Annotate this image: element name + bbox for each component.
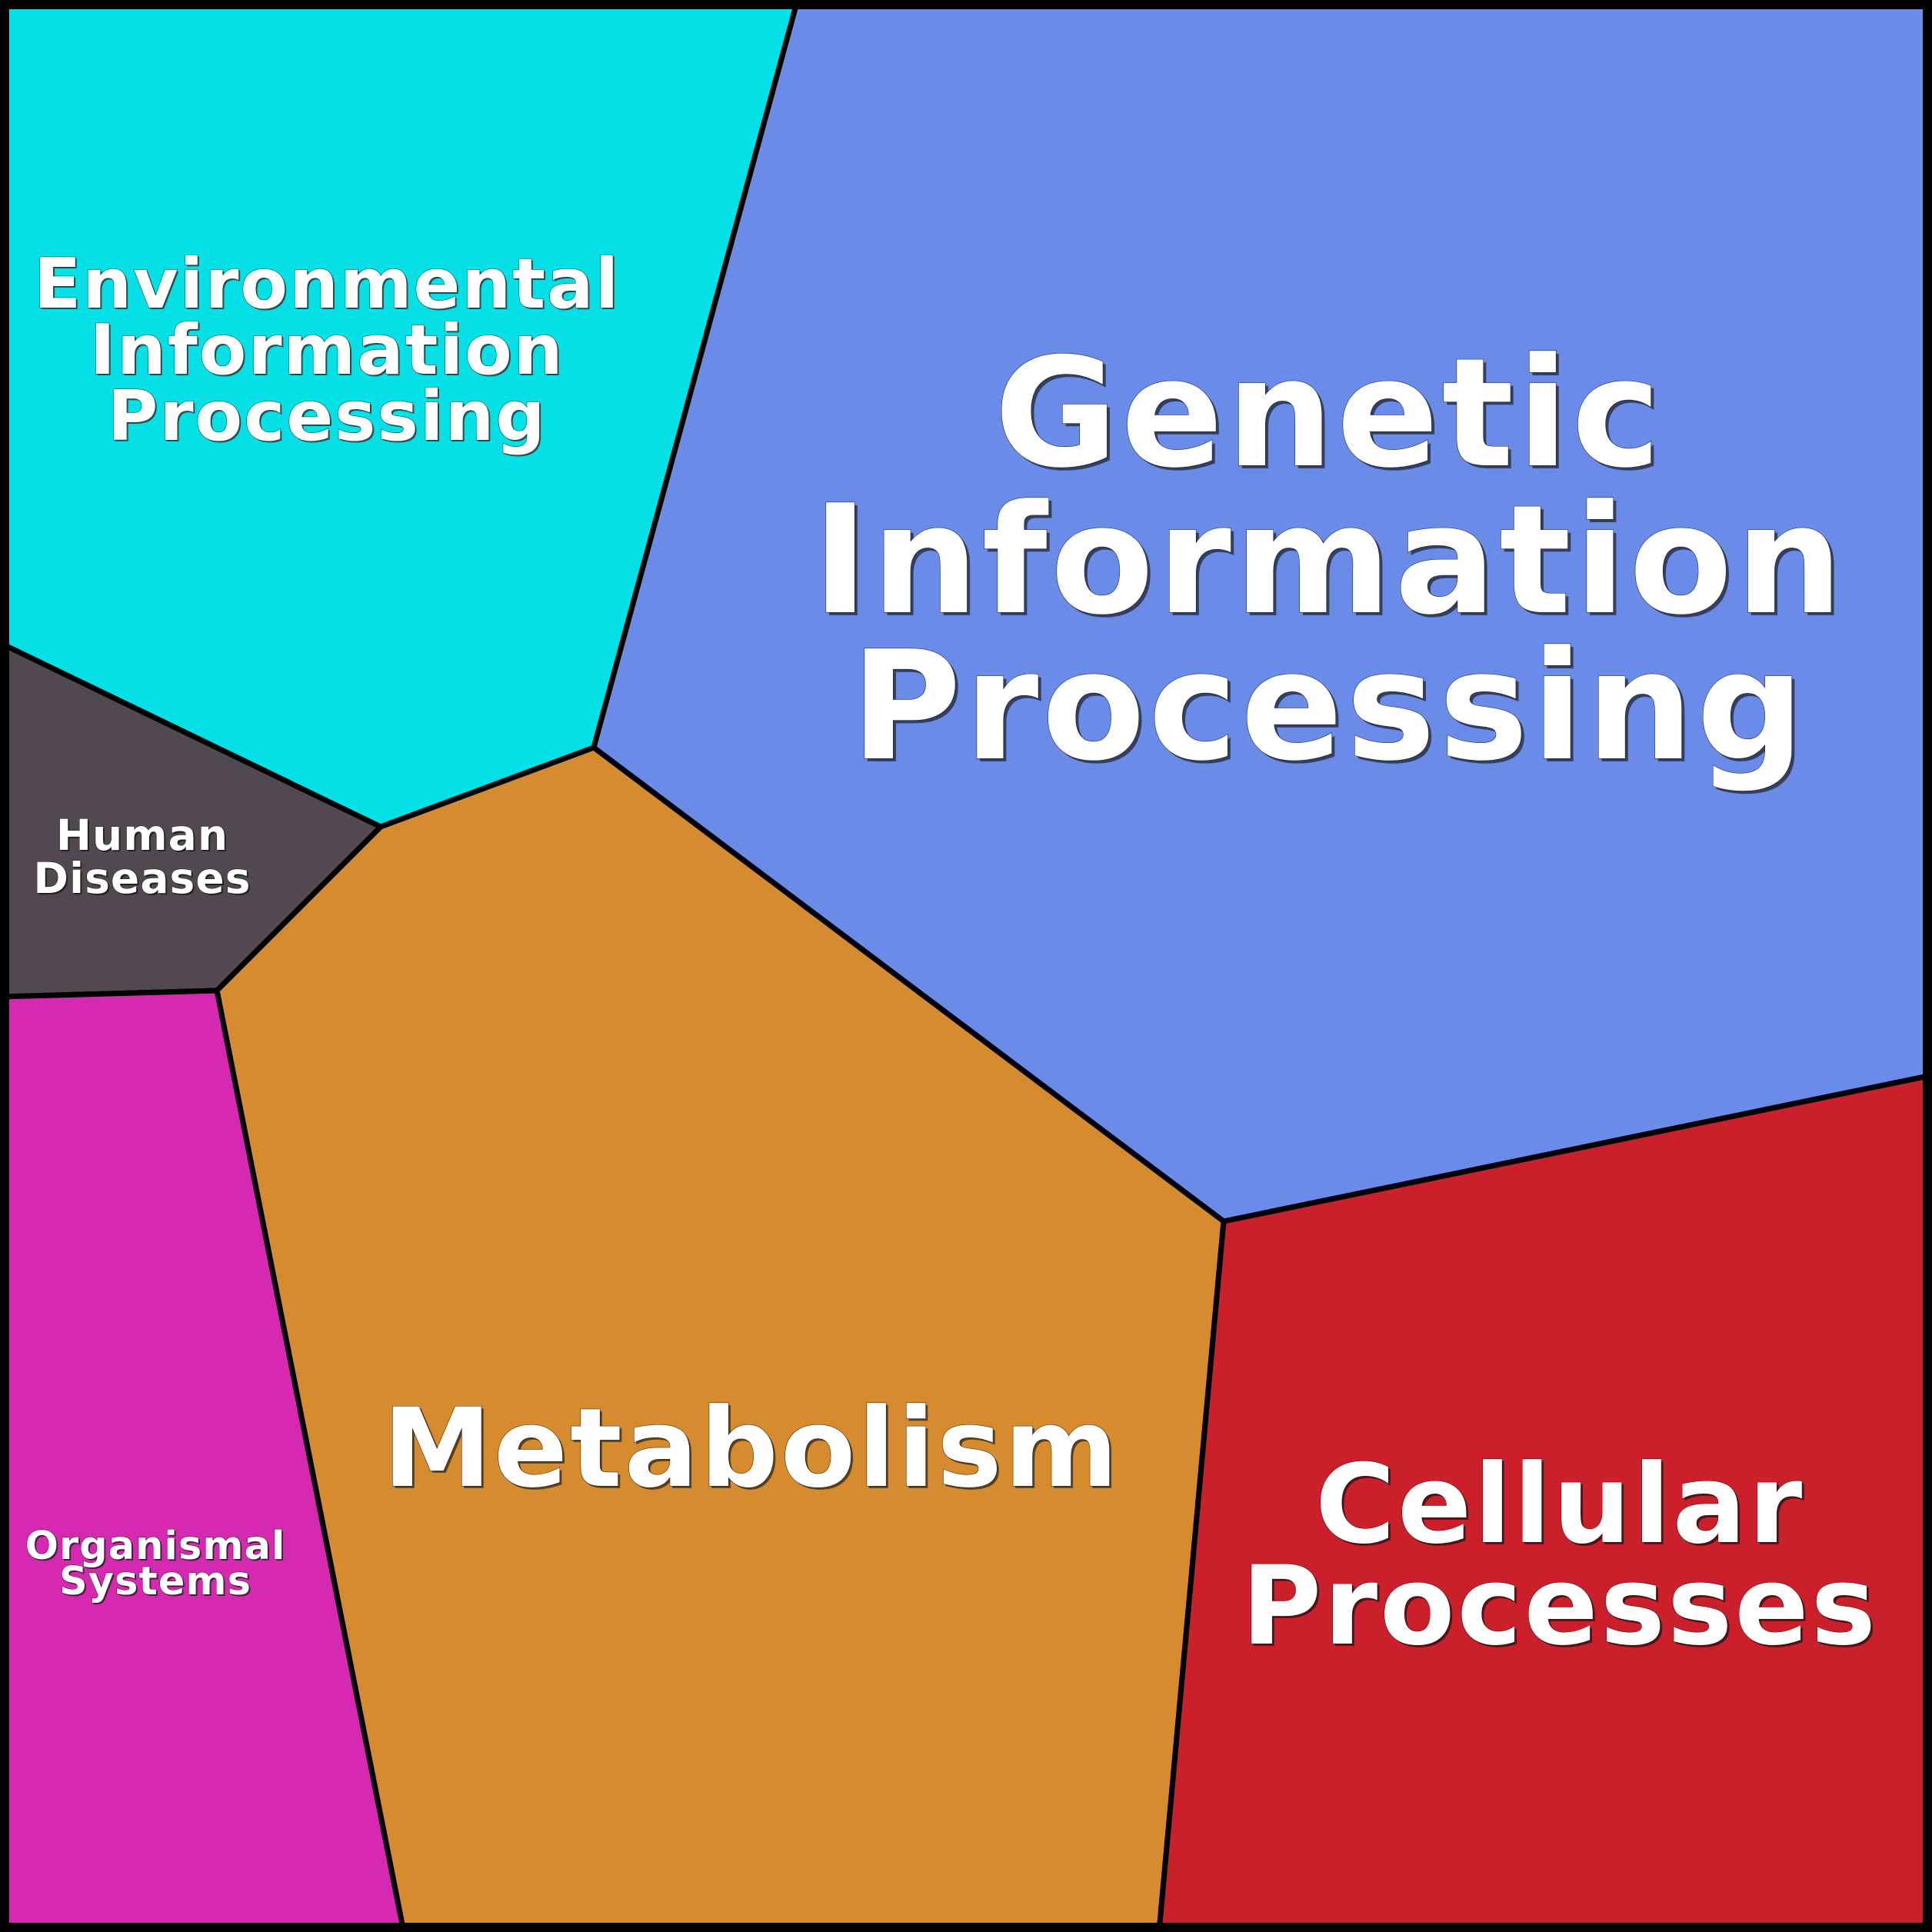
label-shadow: Environmental [35, 245, 621, 326]
label-shadow: Organismal [27, 1525, 288, 1571]
label-line: Processing [107, 376, 546, 457]
region-organismal[interactable] [0, 988, 407, 1932]
region-cellular[interactable] [1156, 1072, 1932, 1932]
label-shadow: Metabolism [385, 1387, 1122, 1514]
label-shadow: Cellular [1317, 1444, 1807, 1571]
label-shadow: Information [91, 311, 565, 392]
label-line: Processing [851, 619, 1807, 794]
label-shadow: Processing [854, 622, 1810, 798]
label-shadow: Genetic [998, 329, 1667, 505]
label-line: Genetic [994, 326, 1664, 501]
label-shadow: Information [815, 476, 1849, 651]
label-line: Cellular [1315, 1441, 1804, 1568]
label-shadow: Processes [1244, 1545, 1880, 1672]
label-environmental: EnvironmentalEnvironmentalInformationInf… [33, 244, 621, 459]
label-shadow: Human [58, 812, 230, 861]
label-shadow: Diseases [35, 855, 252, 904]
label-line: Systems [59, 1559, 251, 1604]
label-shadow: Systems [61, 1561, 253, 1606]
label-line: Organismal [25, 1524, 286, 1569]
label-line: Environmental [34, 244, 620, 325]
label-genetic: GeneticGeneticInformationInformationProc… [812, 326, 1849, 798]
label-line: Information [89, 310, 564, 391]
label-shadow: Processing [108, 378, 548, 458]
label-line: Information [812, 473, 1846, 648]
label-line: Diseases [33, 854, 251, 903]
label-line: Processes [1241, 1543, 1878, 1670]
label-line: Metabolism [383, 1385, 1121, 1512]
labels-layer: EnvironmentalEnvironmentalInformationInf… [25, 244, 1880, 1672]
label-line: Human [56, 811, 228, 860]
